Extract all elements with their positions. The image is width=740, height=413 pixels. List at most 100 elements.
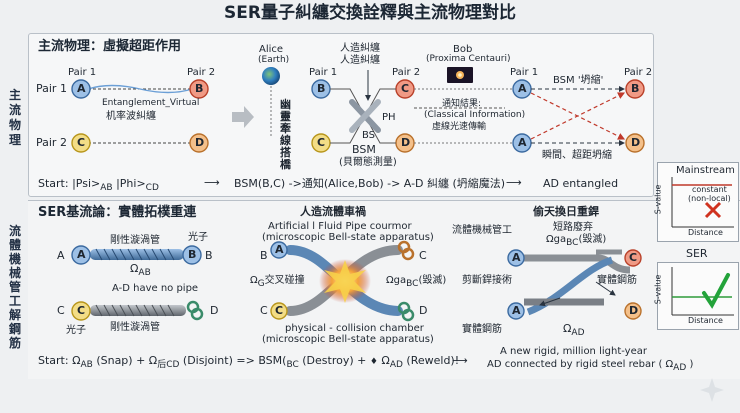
physical-line-1: physical - collision chamber bbox=[285, 323, 424, 334]
node-a-swap: A bbox=[512, 251, 521, 264]
node-a-inner: A bbox=[77, 248, 86, 261]
node-b-right: B bbox=[631, 82, 640, 95]
knot-icon bbox=[186, 300, 204, 321]
short-circuit-label: 短路廢弃 bbox=[553, 222, 593, 233]
arrow-right-icon: ⟶ bbox=[452, 354, 468, 367]
node-a-right: A bbox=[518, 82, 527, 95]
top-formula: Start: |Psi>AB |Phi>CD bbox=[38, 177, 159, 194]
mainstream-panel bbox=[28, 33, 654, 197]
mainstream-xlabel: Distance bbox=[688, 228, 723, 237]
node-b-bottom-left: B bbox=[205, 249, 213, 262]
red-cross-icon bbox=[704, 201, 722, 219]
node-b-mid-letter: B bbox=[317, 82, 326, 95]
non-local-label: (non-local) bbox=[688, 194, 731, 203]
mainstream-chart-title: Mainstream bbox=[676, 165, 735, 176]
omega-g-label: ΩG交叉碰撞 bbox=[250, 275, 305, 289]
node-c-collision-inner: C bbox=[275, 304, 284, 317]
label-pair2-mid: Pair 2 bbox=[392, 67, 421, 78]
node-c-letter: C bbox=[77, 136, 86, 149]
rebar-label-1: 實體鋼筋 bbox=[597, 275, 637, 286]
artificial-line-1: Artificial l Fluid Pipe courmor bbox=[268, 221, 412, 232]
arrow-right-icon bbox=[232, 106, 254, 128]
notify-2: (Classical Information) bbox=[424, 110, 526, 120]
ser-chart: S-value Distance bbox=[653, 262, 739, 330]
bob-sub: (Proxima Centauri) bbox=[426, 54, 511, 64]
earth-icon bbox=[262, 67, 280, 85]
node-d-letter: D bbox=[195, 136, 205, 149]
node-b-inner: B bbox=[188, 248, 197, 261]
knot-icon bbox=[397, 240, 415, 322]
node-a-swap-2: A bbox=[512, 304, 521, 317]
alice-label: Alice bbox=[259, 44, 284, 55]
node-b-collision-left: B bbox=[260, 249, 268, 262]
beam-splitter bbox=[349, 99, 381, 133]
side-label-mainstream: 主 流 物 理 bbox=[8, 88, 21, 147]
node-c-bottom-left: C bbox=[57, 304, 65, 317]
ser-xlabel: Distance bbox=[688, 316, 723, 325]
bsm-label: BSM bbox=[352, 143, 376, 156]
sparkle-icon bbox=[700, 378, 724, 402]
ser-ylabel: S-value bbox=[653, 274, 663, 305]
label-pair1-left: Pair 1 bbox=[68, 67, 97, 78]
no-pipe-label: A-D have no pipe bbox=[112, 283, 199, 294]
human-ent-2: 人造糾纏 bbox=[340, 55, 380, 66]
bs-label: BS bbox=[362, 130, 376, 141]
node-c-swap: C bbox=[629, 251, 638, 264]
node-a-letter: A bbox=[77, 82, 86, 95]
node-d-top bbox=[189, 133, 209, 153]
notify-1: 通知結果: bbox=[442, 99, 482, 109]
rebar-label-2: 實體鋼筋 bbox=[462, 324, 502, 335]
new-rigid-line-2: AD connected by rigid steel rebar ( ΩAD … bbox=[487, 359, 694, 373]
ser-panel bbox=[28, 200, 740, 379]
instant-collapse-label: 瞬間、超距坍縮 bbox=[542, 150, 612, 161]
notify-3: 虛線光速傳輸 bbox=[432, 122, 487, 132]
node-a-right-2: A bbox=[518, 136, 527, 149]
node-b-top bbox=[189, 79, 209, 99]
ser-chart-title: SER bbox=[686, 247, 708, 260]
node-c-mid-right: C bbox=[401, 82, 410, 95]
prob-wave-label: 机率波糾纏 bbox=[106, 111, 156, 122]
page-title: SER量子糾纏交換詮釋與主流物理對比 bbox=[224, 3, 516, 23]
top-mid-formula: BSM(B,C) ->通知(Alice,Bob) -> A-D 糾纏 (坍縮魔法… bbox=[234, 177, 506, 190]
photon-label-1: 光子 bbox=[188, 232, 208, 243]
green-check-icon bbox=[702, 273, 730, 309]
alice-sub: (Earth) bbox=[258, 55, 290, 65]
cut-weld-label: 剪斷銲接術 bbox=[462, 275, 512, 286]
omega-ab-label: ΩAB bbox=[130, 262, 151, 279]
rigid-pipe-ab bbox=[90, 248, 184, 261]
reweld-pipes bbox=[524, 249, 631, 316]
node-d-swap: D bbox=[629, 304, 639, 317]
mainstream-heading: 主流物理：虛擬超距作用 bbox=[38, 39, 182, 54]
short-omega-label: ΩgaBC(毀滅) bbox=[546, 234, 607, 248]
entanglement-virtual-label: Entanglement_Virtual bbox=[102, 98, 200, 108]
node-c-top bbox=[71, 133, 91, 153]
constant-label: constant bbox=[692, 185, 727, 194]
bsm-sub: (貝爾態測量) bbox=[339, 157, 397, 168]
arrow-right-icon: ⟶ bbox=[506, 176, 522, 189]
rigid-pipe-cd bbox=[90, 304, 186, 317]
bob-label: Bob bbox=[453, 44, 473, 55]
node-a-top bbox=[71, 79, 91, 99]
artificial-line-2: (microscopic Bell-state apparatus) bbox=[262, 232, 434, 243]
bottom-formula: Start: ΩAB (Snap) + Ω后CD (Disjoint) => B… bbox=[38, 354, 460, 371]
side-label-ser: 流 體 機 械 管 工 解 鋼 筋 bbox=[8, 224, 21, 350]
node-d-mid-right: D bbox=[401, 136, 411, 149]
photon-label-2: 光子 bbox=[66, 325, 86, 336]
node-c-collision-right: C bbox=[419, 249, 427, 262]
label-pair1-row: Pair 1 bbox=[36, 82, 67, 95]
rigid-pipe-label-2: 剛性漩渦管 bbox=[110, 322, 160, 333]
node-a-collision: A bbox=[275, 243, 284, 256]
top-end-formula: AD entangled bbox=[543, 177, 619, 190]
node-d-right: D bbox=[631, 136, 641, 149]
arrow-right-icon: ⟶ bbox=[204, 176, 220, 189]
label-pair1-mid: Pair 1 bbox=[309, 67, 338, 78]
label-pair2-left: Pair 2 bbox=[187, 67, 216, 78]
new-rigid-line-1: A new rigid, million light-year bbox=[500, 346, 647, 357]
ghost-bridge-label: 幽靈牽線搭橋 bbox=[280, 98, 291, 171]
collision-pipes bbox=[285, 245, 403, 316]
omega-ad-label: ΩAD bbox=[563, 322, 585, 339]
human-ent-1: 人造糾纏 bbox=[340, 43, 380, 54]
node-b-letter: B bbox=[195, 82, 204, 95]
physical-line-2: (microscopic Bell-state apparatus) bbox=[262, 334, 434, 345]
